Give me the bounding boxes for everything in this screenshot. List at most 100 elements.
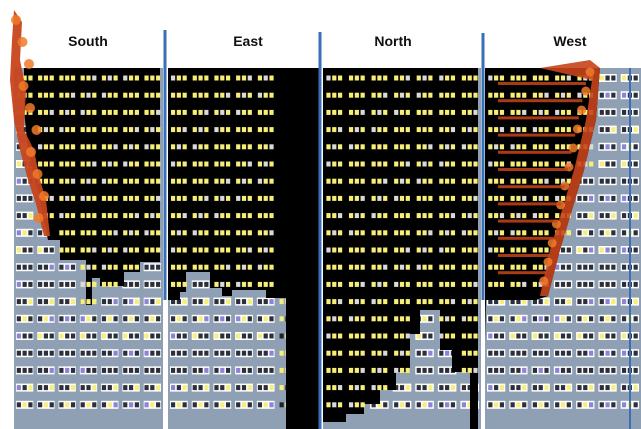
window	[488, 92, 493, 98]
window	[43, 92, 49, 98]
window	[263, 195, 268, 201]
window	[532, 264, 538, 270]
window	[516, 144, 521, 150]
window	[461, 385, 467, 391]
window	[86, 299, 91, 305]
window	[450, 213, 456, 219]
window	[450, 109, 456, 115]
window	[269, 127, 274, 133]
window	[236, 385, 241, 391]
window	[326, 213, 331, 219]
window	[269, 299, 274, 305]
window	[225, 109, 231, 115]
window	[134, 75, 139, 81]
window	[49, 161, 54, 167]
fire-flames-icon	[498, 271, 547, 275]
window	[28, 402, 33, 408]
window	[123, 264, 128, 270]
window	[416, 264, 421, 270]
window	[156, 92, 161, 98]
window	[182, 402, 187, 408]
window	[588, 195, 594, 201]
window	[377, 195, 382, 201]
window	[128, 195, 134, 201]
window	[247, 92, 252, 98]
window	[182, 178, 187, 184]
window	[236, 316, 241, 322]
window	[611, 127, 616, 133]
window	[134, 402, 139, 408]
window	[473, 161, 478, 167]
window	[348, 195, 354, 201]
window	[439, 385, 444, 391]
window	[439, 161, 444, 167]
window	[499, 247, 505, 253]
window	[348, 144, 354, 150]
window	[566, 92, 571, 98]
window	[247, 264, 252, 270]
window	[176, 402, 181, 408]
window	[332, 178, 337, 184]
window	[86, 402, 91, 408]
window	[123, 247, 128, 253]
window	[113, 75, 118, 81]
window	[43, 350, 49, 356]
window	[113, 264, 118, 270]
window	[499, 333, 505, 339]
window	[633, 316, 638, 322]
window	[225, 299, 231, 305]
window	[354, 247, 359, 253]
window	[204, 127, 209, 133]
window	[360, 195, 365, 201]
window	[439, 213, 444, 219]
window	[182, 281, 187, 287]
window	[128, 264, 134, 270]
window	[560, 195, 566, 201]
window	[326, 161, 331, 167]
window	[405, 402, 410, 408]
window	[113, 247, 118, 253]
window	[22, 195, 27, 201]
window	[101, 299, 107, 305]
window	[28, 92, 33, 98]
window	[236, 75, 241, 81]
window	[16, 178, 21, 184]
window	[450, 195, 456, 201]
window	[263, 385, 268, 391]
window	[611, 333, 616, 339]
window	[532, 247, 538, 253]
window	[499, 367, 505, 373]
window	[70, 127, 76, 133]
window	[192, 247, 197, 253]
window	[241, 247, 247, 253]
window	[107, 281, 112, 287]
window	[577, 75, 582, 81]
window	[605, 264, 610, 270]
window	[439, 333, 444, 339]
window	[371, 109, 376, 115]
window	[144, 316, 149, 322]
window	[220, 385, 225, 391]
window	[128, 127, 134, 133]
window	[332, 75, 337, 81]
window	[86, 230, 91, 236]
window	[538, 195, 543, 201]
window	[566, 230, 571, 236]
window	[269, 195, 274, 201]
window	[236, 178, 241, 184]
window	[621, 127, 627, 133]
fire-flames-icon	[577, 105, 587, 115]
window	[510, 350, 515, 356]
window	[332, 316, 337, 322]
window	[599, 367, 604, 373]
window	[225, 402, 231, 408]
window	[422, 75, 427, 81]
window	[428, 161, 433, 167]
window	[621, 385, 627, 391]
window	[269, 316, 274, 322]
window	[588, 350, 594, 356]
window	[220, 316, 225, 322]
window	[522, 264, 527, 270]
window	[241, 385, 247, 391]
window	[134, 350, 139, 356]
